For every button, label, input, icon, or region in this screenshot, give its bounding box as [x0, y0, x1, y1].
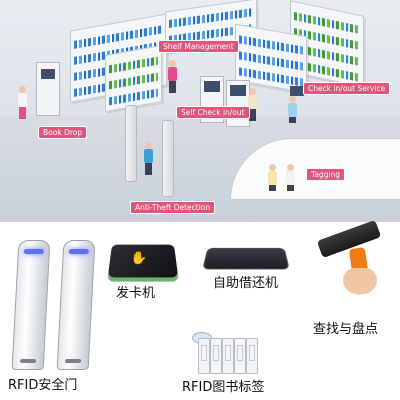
bookshelf — [105, 44, 162, 113]
self-service-machine-image — [202, 247, 290, 270]
self-check-kiosk — [226, 80, 250, 127]
label-shelf-management: Shelf Management — [158, 40, 239, 53]
library-scene-illustration: Shelf Management Check in/out Service Se… — [0, 0, 400, 222]
label-self-check-in-out: Self Check in/out — [176, 106, 250, 119]
caption-find-and-inventory: 查找与盘点 — [313, 322, 379, 337]
caption-rfid-gate: RFID安全门 — [8, 378, 78, 393]
label-tagging: Tagging — [306, 168, 346, 181]
label-book-drop: Book Drop — [38, 126, 88, 139]
gate-led — [68, 249, 89, 254]
rfid-security-gate-image — [11, 240, 51, 370]
hand-icon — [343, 268, 377, 294]
gate-led — [23, 249, 44, 254]
anti-theft-gate-panel — [162, 120, 174, 197]
anti-theft-gate-panel — [125, 105, 137, 182]
label-anti-theft-detection: Anti-Theft Detection — [130, 201, 216, 214]
caption-self-service-machine: 自助借还机 — [213, 276, 279, 291]
card-issuer-image: ✋ — [107, 244, 179, 278]
hand-icon: ✋ — [129, 251, 148, 266]
label-check-in-out-service: Check in/out Service — [303, 82, 391, 95]
rfid-security-gate-image — [56, 240, 96, 370]
caption-rfid-book-tag: RFID图书标签 — [182, 380, 265, 395]
book-drop-kiosk — [36, 62, 60, 116]
caption-card-issuer: 发卡机 — [116, 286, 156, 301]
counter-monitor — [290, 86, 304, 96]
